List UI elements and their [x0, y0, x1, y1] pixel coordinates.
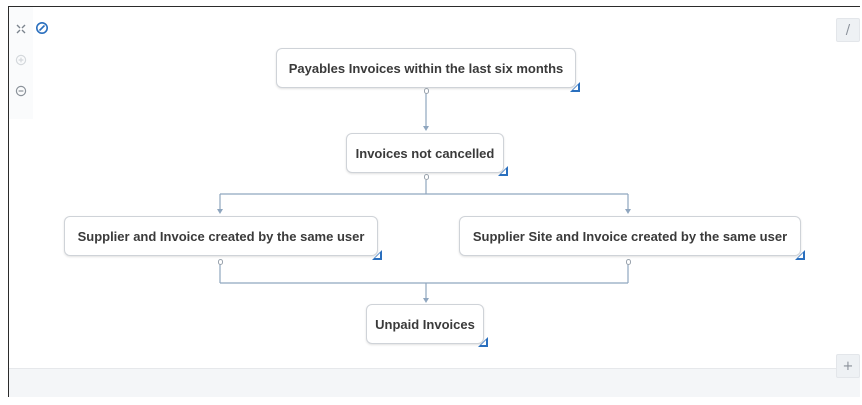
- node-edit-icon[interactable]: [569, 81, 581, 93]
- add-icon[interactable]: +: [836, 354, 860, 378]
- flow-node-supplier-invoice-same-user[interactable]: Supplier and Invoice created by the same…: [64, 216, 378, 256]
- arrowhead: [423, 126, 429, 131]
- connection-port: [424, 88, 429, 94]
- node-edit-icon[interactable]: [794, 249, 806, 261]
- connection-port: [626, 259, 631, 265]
- arrowhead: [217, 209, 223, 214]
- flow-node-payables-invoices[interactable]: Payables Invoices within the last six mo…: [276, 48, 576, 88]
- zoom-toolbar: [9, 7, 33, 119]
- connection-port: [424, 174, 429, 180]
- add-glyph: +: [842, 358, 854, 374]
- node-label: Supplier and Invoice created by the same…: [77, 228, 365, 244]
- arrowhead: [423, 298, 429, 303]
- node-edit-icon[interactable]: [477, 336, 489, 348]
- node-edit-icon[interactable]: [497, 165, 509, 177]
- node-label: Unpaid Invoices: [375, 316, 475, 332]
- node-label: Payables Invoices within the last six mo…: [288, 60, 564, 76]
- node-label: Supplier Site and Invoice created by the…: [472, 228, 788, 244]
- edit-icon[interactable]: /: [836, 18, 860, 42]
- zoom-in-icon[interactable]: [13, 52, 29, 68]
- collapse-icon[interactable]: [13, 21, 29, 37]
- node-edit-icon[interactable]: [371, 249, 383, 261]
- flow-node-supplier-site-invoice-same-user[interactable]: Supplier Site and Invoice created by the…: [459, 216, 801, 256]
- canvas-footer: [9, 368, 860, 397]
- zoom-fit-icon[interactable]: [34, 20, 50, 36]
- node-label: Invoices not cancelled: [355, 145, 495, 161]
- arrowhead: [625, 209, 631, 214]
- edit-glyph: /: [845, 22, 851, 38]
- connection-port: [218, 259, 223, 265]
- zoom-out-icon[interactable]: [13, 83, 29, 99]
- flow-node-invoices-not-cancelled[interactable]: Invoices not cancelled: [346, 133, 504, 173]
- flow-node-unpaid-invoices[interactable]: Unpaid Invoices: [366, 304, 484, 344]
